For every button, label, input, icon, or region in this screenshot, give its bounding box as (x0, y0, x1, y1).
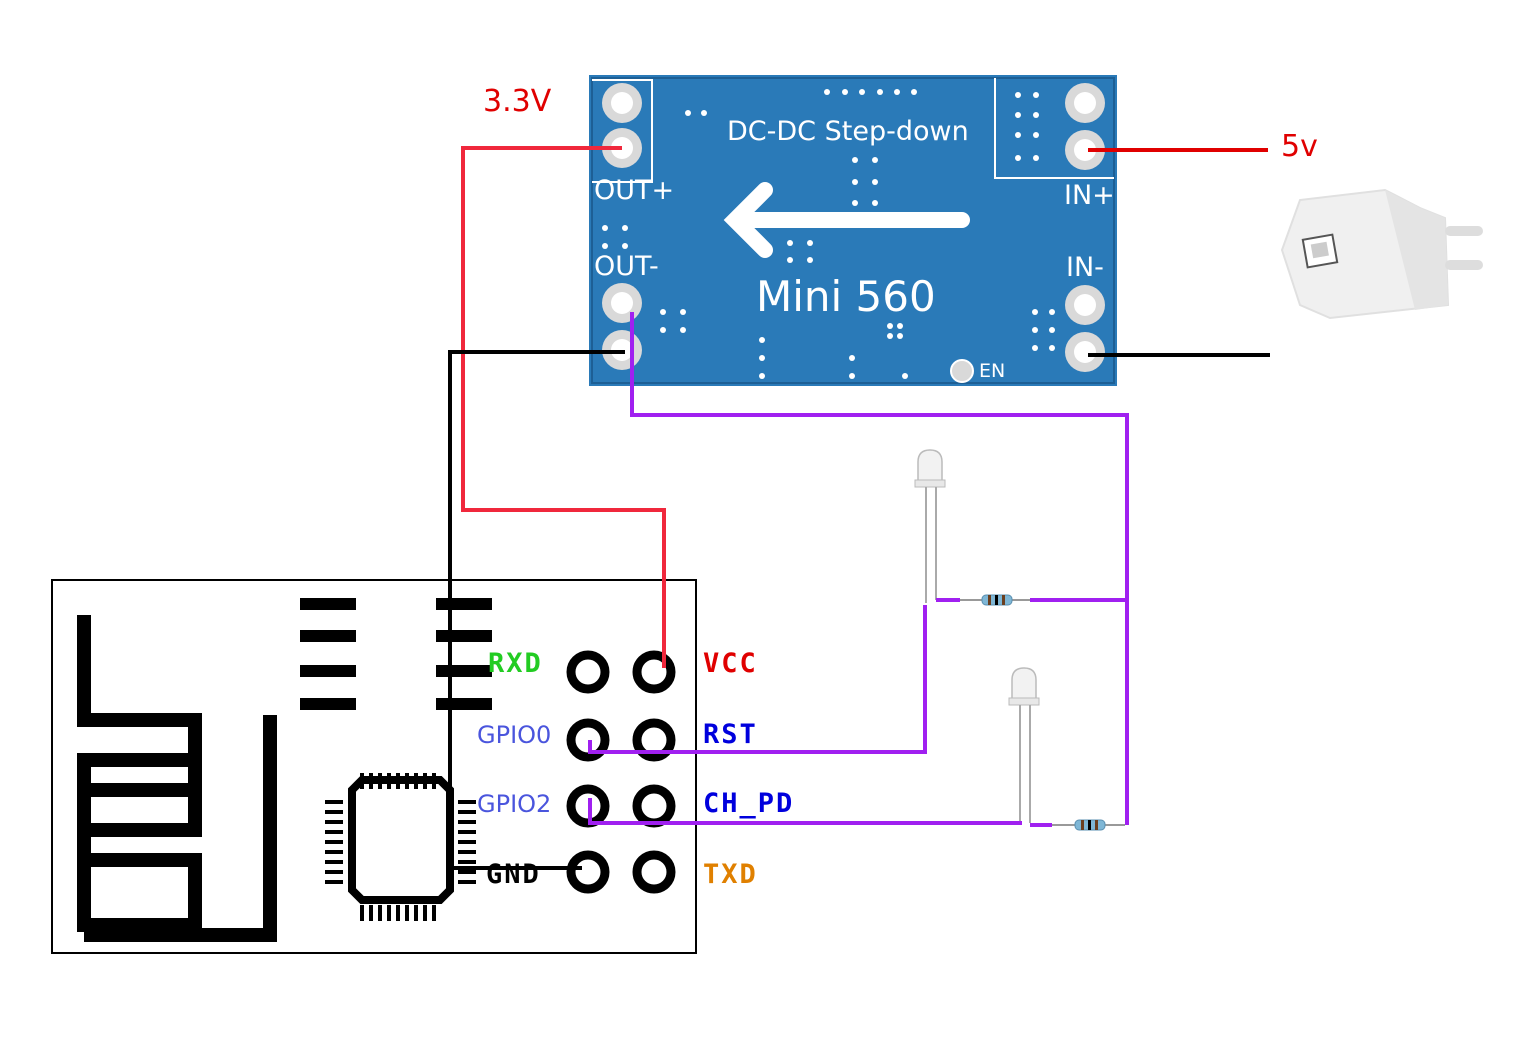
label-5v: 5v (1281, 129, 1318, 164)
pin-gnd: GND (486, 859, 541, 890)
led-1 (914, 449, 946, 603)
pin-rxd: RXD (488, 648, 543, 679)
antenna-trace (77, 615, 277, 942)
label-out-plus: OUT+ (594, 175, 675, 206)
esp01-module (51, 579, 697, 954)
resistor-1 (960, 594, 1030, 606)
wire-gpio2-led2 (588, 798, 1022, 825)
led-2 (1008, 667, 1040, 825)
pin-ch-pd: CH_PD (703, 788, 795, 819)
label-out-minus: OUT- (594, 251, 659, 282)
pin-txd: TXD (703, 859, 758, 890)
wire-3v3-vcc (461, 146, 666, 668)
label-enable: EN (979, 360, 1006, 382)
wire-gpio0-led1 (588, 605, 927, 754)
converter-model: Mini 560 (756, 272, 936, 321)
pin-gpio0: GPIO0 (477, 721, 552, 749)
pin-rst: RST (703, 719, 758, 750)
wire-gnd-output (448, 350, 625, 870)
label-in-plus: IN+ (1064, 180, 1115, 211)
wire-led-common (630, 312, 1129, 825)
enable-pad (950, 359, 974, 383)
vias (602, 89, 1055, 379)
resistor-2 (1052, 819, 1125, 831)
usb-charger (1280, 188, 1483, 320)
header-pins (566, 650, 676, 894)
pin-vcc: VCC (703, 648, 758, 679)
direction-arrow (723, 182, 970, 258)
pin-gpio2: GPIO2 (477, 790, 552, 818)
converter-title: DC-DC Step-down (727, 116, 969, 147)
esp-chip (325, 773, 476, 921)
label-in-minus: IN- (1066, 252, 1104, 283)
label-3v3: 3.3V (483, 84, 552, 119)
step-down-converter (589, 75, 1117, 386)
